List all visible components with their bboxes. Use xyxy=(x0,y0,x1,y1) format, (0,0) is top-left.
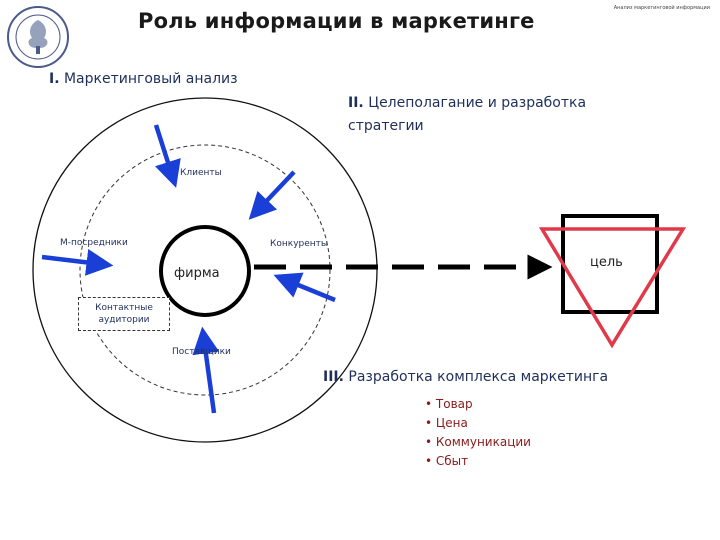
university-logo xyxy=(7,6,69,68)
micro-environment-circle xyxy=(79,144,331,396)
mix-item-price: • Цена xyxy=(425,416,468,430)
arrow-macro-top xyxy=(248,170,296,220)
mix-item-communications: • Коммуникации xyxy=(425,435,531,449)
section-analysis-number: I. xyxy=(49,71,60,87)
market-environment-circle xyxy=(32,97,378,443)
section-analysis: I. Маркетинговый анализ xyxy=(49,71,238,87)
section-strategy-line2: стратегии xyxy=(348,118,424,134)
label-intermediaries: М-посредники xyxy=(60,238,128,248)
section-strategy-text: Целеполагание и разработка xyxy=(363,95,587,111)
section-mix-number: III. xyxy=(323,369,344,385)
goal-triangle xyxy=(538,227,687,349)
section-mix-text: Разработка комплекса маркетинга xyxy=(343,369,609,385)
contact-audiences-line2: аудитории xyxy=(98,315,150,325)
label-firm: фирма xyxy=(174,266,220,281)
marketing-mix-list: • Товар • Цена • Коммуникации • Сбыт xyxy=(425,395,531,471)
contact-audiences-box: Контактные аудитории xyxy=(78,297,170,331)
arrow-suppliers xyxy=(192,326,220,414)
label-clients: Клиенты xyxy=(180,168,222,178)
section-mix: III. Разработка комплекса маркетинга xyxy=(323,369,608,385)
page-title: Роль информации в маркетинге xyxy=(138,9,535,33)
section-analysis-text: Маркетинговый анализ xyxy=(59,71,238,87)
label-goal: цель xyxy=(590,255,623,270)
arrow-intermediaries xyxy=(41,248,114,276)
section-strategy-number: II. xyxy=(348,95,364,111)
section-strategy: II. Целеполагание и разработка xyxy=(348,95,586,111)
arrow-clients xyxy=(153,124,181,188)
label-suppliers: Поставщики xyxy=(172,347,231,357)
corner-caption: Анализ маркетинговой информации xyxy=(613,5,710,11)
mix-item-distribution: • Сбыт xyxy=(425,454,469,468)
label-competitors: Конкуренты xyxy=(270,239,329,249)
arrow-competitors xyxy=(273,272,336,303)
mix-item-product: • Товар xyxy=(425,397,473,411)
contact-audiences-line1: Контактные xyxy=(95,303,153,313)
firm-circle xyxy=(159,225,251,317)
